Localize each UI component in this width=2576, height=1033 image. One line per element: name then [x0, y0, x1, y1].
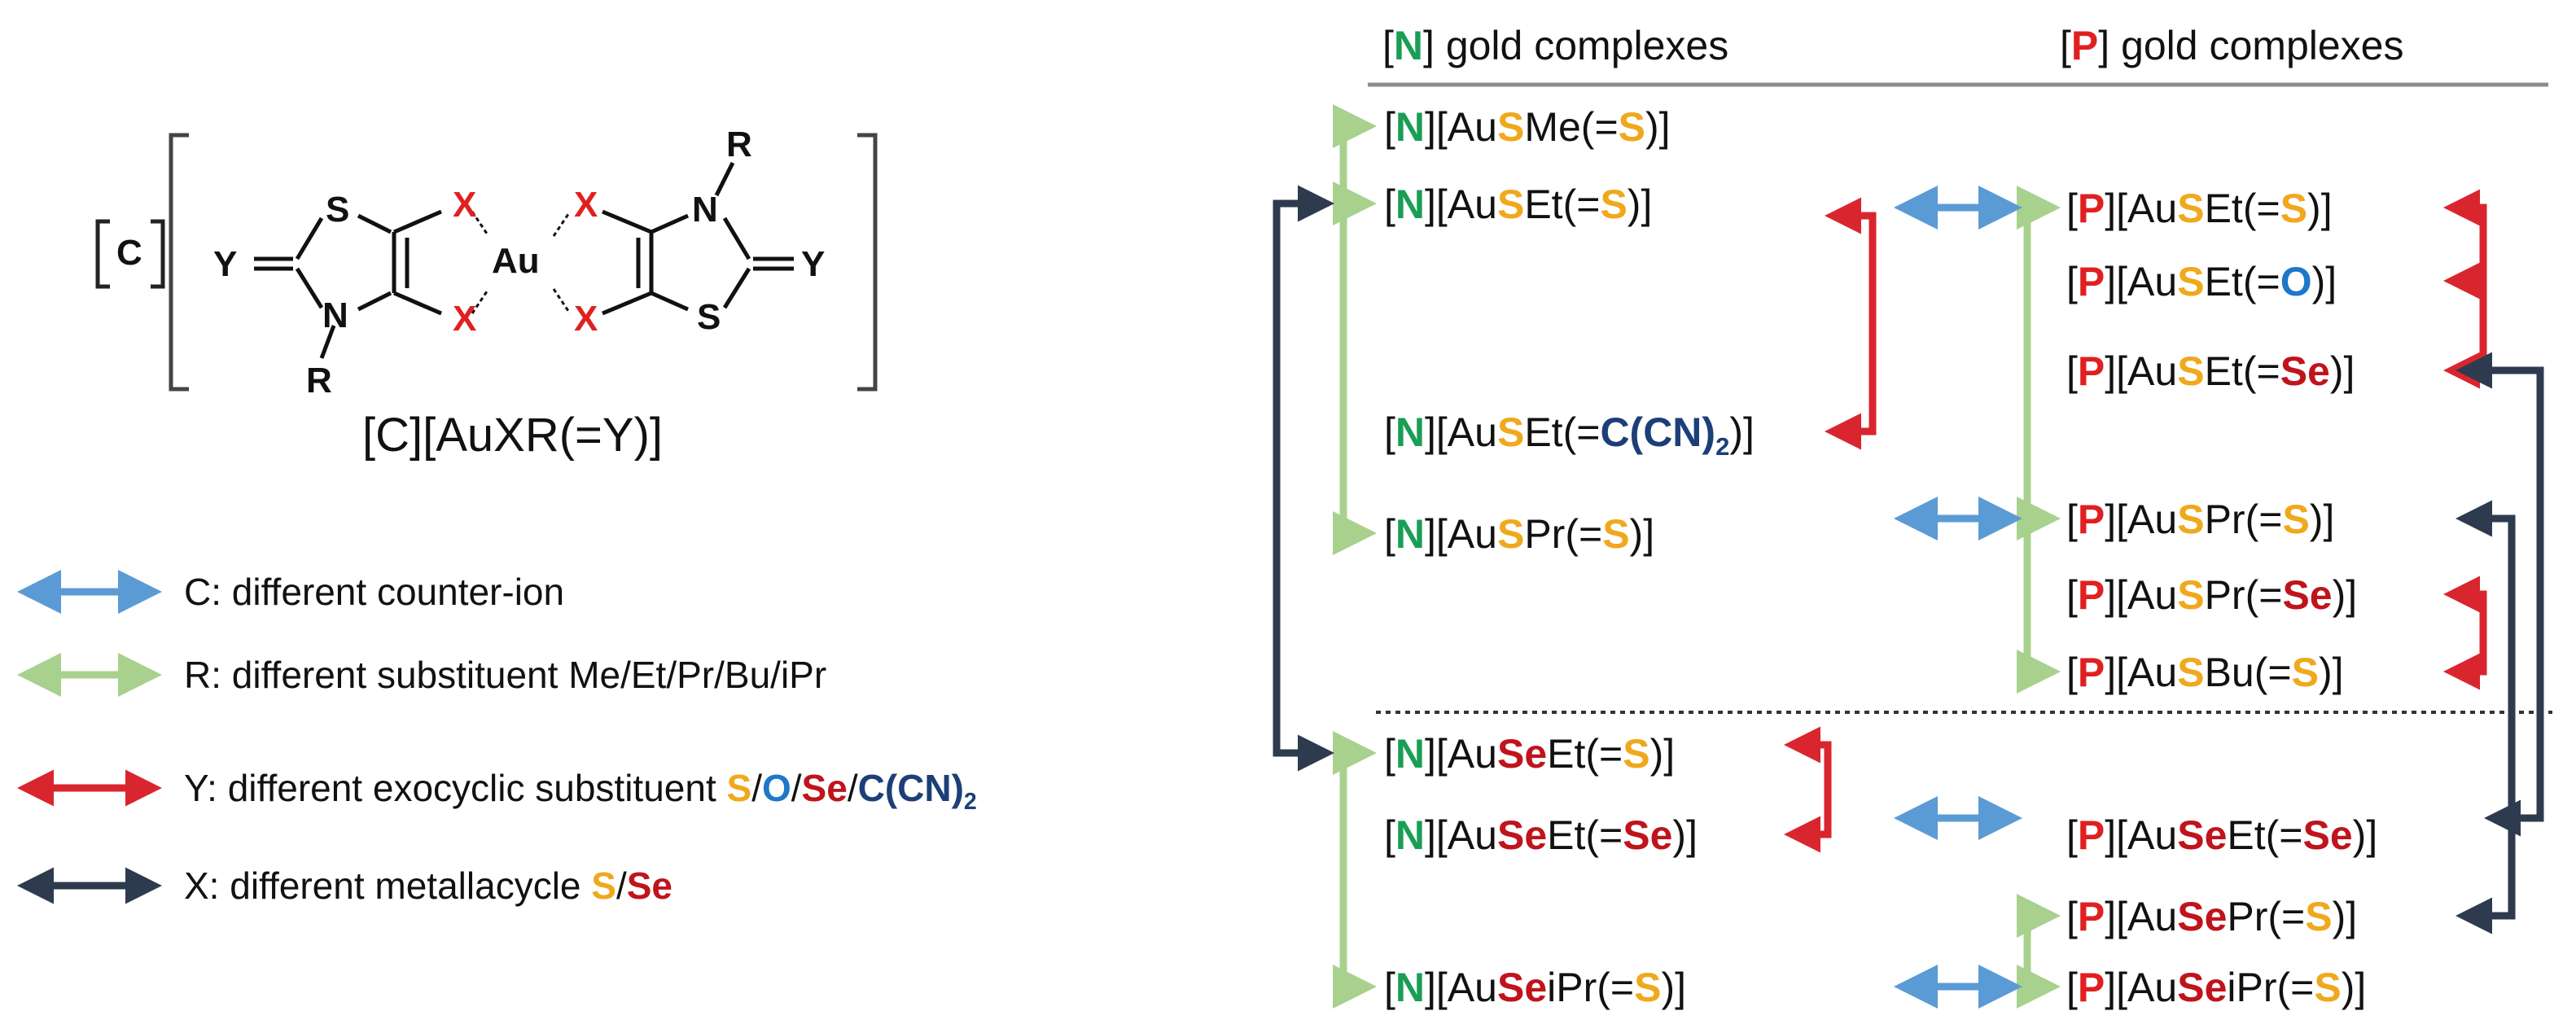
- metallacycle-arrows: [1273, 185, 2544, 935]
- ring-n-left: N: [322, 295, 348, 335]
- ring-x-right-top: X: [574, 185, 598, 225]
- p-complex-9: [P][AuSeiPr(=S)]: [2066, 965, 2367, 1010]
- p-complex-2: [P][AuSEt(=O)]: [2066, 259, 2337, 304]
- n-complex-7: [N][AuSeiPr(=S)]: [1384, 965, 1687, 1010]
- ring-x-left-top: X: [453, 185, 477, 225]
- p-complex-1: [P][AuSEt(=S)]: [2066, 186, 2333, 231]
- general-formula: [C][AuXR(=Y)]: [362, 409, 664, 462]
- n-complex-6: [N][AuSeEt(=Se)]: [1384, 812, 1698, 858]
- n-complex-1: [N][AuSMe(=S)]: [1384, 104, 1671, 150]
- p-complex-4: [P][AuSPr(=S)]: [2066, 497, 2335, 542]
- n-substituent-tree: [1333, 104, 1377, 1009]
- ring-s-left: S: [326, 190, 350, 230]
- p-group-header: [P] gold complexes: [2060, 23, 2404, 68]
- counter-ion-label: C: [116, 233, 142, 273]
- legend-substituent: R: different substituent Me/Et/Pr/Bu/iPr: [184, 654, 827, 696]
- ring-r-left: R: [306, 361, 332, 401]
- p-complex-8: [P][AuSePr(=S)]: [2066, 894, 2358, 939]
- ring-r-right: R: [726, 125, 752, 164]
- legend-metallacycle: X: different metallacycle S/Se: [184, 864, 673, 907]
- ring-s-right: S: [697, 297, 721, 337]
- p-substituent-tree: [2017, 186, 2061, 1009]
- p-complex-5: [P][AuSPr(=Se)]: [2066, 572, 2358, 618]
- p-complex-6: [P][AuSBu(=S)]: [2066, 650, 2344, 695]
- ring-y-left: Y: [213, 244, 238, 284]
- n-complex-4: [N][AuSPr(=S)]: [1384, 511, 1655, 557]
- n-complex-5: [N][AuSeEt(=S)]: [1384, 731, 1676, 777]
- n-complex-2: [N][AuSEt(=S)]: [1384, 182, 1653, 227]
- ring-n-right: N: [692, 190, 718, 230]
- legend-counter-ion: C: different counter-ion: [184, 571, 565, 613]
- counter-ion-arrows: [1894, 186, 2022, 1009]
- p-complex-3: [P][AuSEt(=Se)]: [2066, 348, 2355, 394]
- ring-au: Au: [492, 241, 540, 281]
- ring-x-right-bottom: X: [574, 299, 598, 339]
- chemical-structure: [95, 133, 878, 392]
- ring-x-left-bottom: X: [453, 299, 477, 339]
- ring-y-right: Y: [801, 244, 826, 284]
- legend-exocyclic: Y: different exocyclic substituent S/O/S…: [184, 767, 977, 816]
- p-complex-7: [P][AuSeEt(=Se)]: [2066, 812, 2378, 858]
- n-complex-3: [N][AuSEt(=C(CN)2)]: [1384, 409, 1755, 461]
- n-group-header: [N] gold complexes: [1382, 23, 1729, 68]
- legend-arrows: [17, 570, 162, 904]
